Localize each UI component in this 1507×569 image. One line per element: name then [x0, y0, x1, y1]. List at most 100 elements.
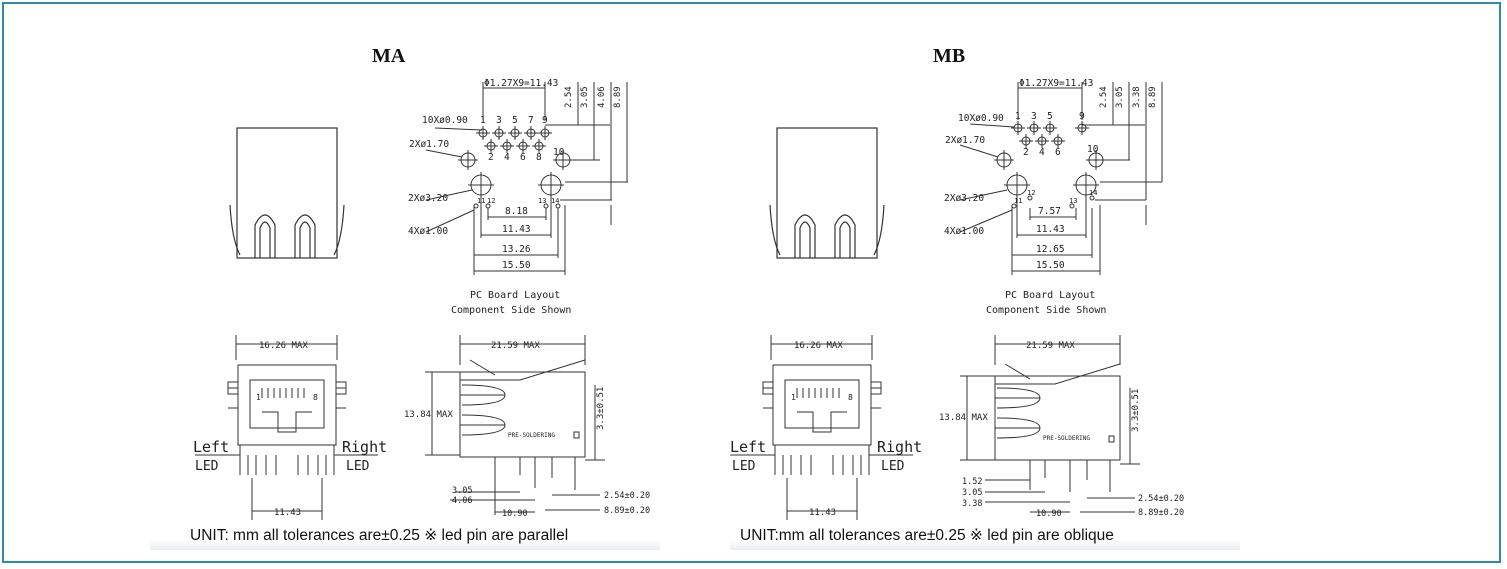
- ma-front-bottom: 11.43: [274, 508, 301, 518]
- mb-pcb-caption-2: Component Side Shown: [986, 305, 1106, 316]
- ma-pcb-layout: [425, 82, 628, 275]
- mb-pin-4: 4: [1039, 147, 1045, 158]
- ma-hole2b-label: 2Xø3.20: [408, 193, 448, 204]
- ma-hdim-1: 8.18: [505, 206, 528, 217]
- mb-side-bottom-mid: 10.90: [1036, 509, 1062, 519]
- mb-hdim-1: 7.57: [1038, 206, 1061, 217]
- mb-pre-soldering: PRE-SOLDERING: [1043, 435, 1090, 442]
- ma-pin-4: 4: [504, 152, 510, 163]
- ma-pcb-caption-1: PC Board Layout: [470, 290, 560, 301]
- mb-side-bottom-1: 1.52: [962, 477, 982, 487]
- mb-pin-5: 5: [1047, 111, 1053, 122]
- mb-side-height: 13.84 MAX: [939, 413, 988, 423]
- mb-front-width: 16.26 MAX: [794, 341, 843, 351]
- ma-side-bottom-right1: 2.54±0.20: [604, 491, 650, 501]
- ma-side-bottom-2: 4.06: [452, 496, 472, 506]
- mb-hole4-label: 4Xø1.00: [944, 226, 984, 237]
- mb-front-labels: 16.26 MAX 11.43 Left LED Right LED 1 8: [730, 341, 922, 518]
- ma-pcb-caption-2: Component Side Shown: [451, 305, 571, 316]
- mb-right-led-1: Right: [877, 438, 922, 456]
- ma-vdim-4: 8.89: [613, 86, 623, 108]
- mb-hdim-4: 15.50: [1036, 260, 1065, 271]
- ma-hdim-4: 15.50: [502, 260, 531, 271]
- ma-pitch-label: Φ1.27X9=11.43: [484, 78, 558, 89]
- caption-shade-ma: [150, 540, 660, 550]
- mb-left-led-2: LED: [732, 459, 756, 474]
- caption-shade-mb: [730, 540, 1240, 550]
- mb-pin-6: 6: [1055, 147, 1061, 158]
- mb-hole10-label: 10Xø0.90: [958, 113, 1004, 124]
- ma-top-side-view: [229, 127, 345, 259]
- mb-pin-1: 1: [1015, 111, 1021, 122]
- mb-right-led-2: LED: [881, 459, 905, 474]
- mb-side-bottom-3: 3.38: [962, 499, 982, 509]
- mb-pitch-label: Φ1.27X9=11.43: [1019, 78, 1093, 89]
- ma-right-led-2: LED: [346, 459, 370, 474]
- mb-front-pin8: 8: [848, 393, 853, 402]
- ma-side-labels: 21.59 MAX 13.84 MAX 3.3±0.51 PRE-SOLDERI…: [404, 341, 650, 519]
- mb-pin-10: 10: [1087, 144, 1099, 155]
- ma-front-pin1: 1: [256, 393, 261, 402]
- mb-side-bottom-2: 3.05: [962, 488, 982, 498]
- ma-pin-9: 9: [542, 115, 548, 126]
- mb-pin-3: 3: [1031, 111, 1037, 122]
- ma-hole10-label: 10Xø0.90: [422, 115, 468, 126]
- mb-side-labels: 21.59 MAX 13.84 MAX 3.3±0.51 PRE-SOLDERI…: [939, 341, 1184, 519]
- ma-left-led-1: Left: [193, 438, 229, 456]
- mb-side-right: 3.3±0.51: [1131, 389, 1141, 432]
- ma-left-led-2: LED: [195, 459, 219, 474]
- ma-pin-7: 7: [528, 115, 534, 126]
- ma-side-bottom-1: 3.05: [452, 486, 472, 496]
- variant-title-mb: MB: [933, 45, 966, 67]
- ma-vdim-3: 4.06: [597, 86, 607, 108]
- mb-pin-11: 11: [1014, 197, 1022, 205]
- ma-vdim-2: 3.05: [580, 86, 590, 108]
- ma-side-width: 21.59 MAX: [491, 341, 540, 351]
- variant-ma-drawings: Φ1.27X9=11.43 10Xø0.90 2Xø1.70 2Xø3.20 4…: [193, 78, 650, 520]
- ma-hole4-label: 4Xø1.00: [408, 226, 448, 237]
- mb-side-view: [960, 335, 1140, 513]
- ma-pin-3: 3: [496, 115, 502, 126]
- ma-front-labels: 16.26 MAX 11.43 Left LED Right LED 1 8: [193, 341, 387, 518]
- ma-side-bottom-right2: 8.89±0.20: [604, 506, 650, 516]
- ma-hdim-2: 11.43: [502, 224, 531, 235]
- mb-pin-12: 12: [1027, 189, 1035, 197]
- ma-pin-11: 11: [477, 197, 485, 205]
- ma-side-right: 3.3±0.51: [596, 387, 606, 430]
- mb-hdim-3: 12.65: [1036, 244, 1065, 255]
- mb-front-view: [730, 335, 913, 520]
- ma-front-pin8: 8: [313, 393, 318, 402]
- mb-pcb-labels: Φ1.27X9=11.43 10Xø0.90 2Xø1.70 2Xø3.20 4…: [944, 78, 1158, 316]
- mb-pin-13: 13: [1069, 197, 1077, 205]
- ma-pcb-labels: Φ1.27X9=11.43 10Xø0.90 2Xø1.70 2Xø3.20 4…: [408, 78, 623, 316]
- mb-hole2a-label: 2Xø1.70: [945, 135, 985, 146]
- ma-hole2a-label: 2Xø1.70: [409, 139, 449, 150]
- ma-pin-14: 14: [551, 197, 559, 205]
- mb-top-side-view: [769, 127, 885, 259]
- mb-pin-2: 2: [1023, 147, 1029, 158]
- ma-pin-12: 12: [487, 197, 495, 205]
- mb-front-pin1: 1: [791, 393, 796, 402]
- ma-pin-6: 6: [520, 152, 526, 163]
- mb-side-bottom-right2: 8.89±0.20: [1138, 508, 1184, 518]
- ma-pre-soldering: PRE-SOLDERING: [508, 432, 555, 439]
- ma-side-bottom-mid: 10.90: [502, 509, 528, 519]
- variant-title-ma: MA: [372, 45, 406, 67]
- ma-pin-2: 2: [488, 152, 494, 163]
- ma-side-height: 13.84 MAX: [404, 410, 453, 420]
- unit-note-ma: UNIT: mm all tolerances are±0.25 ※ led p…: [190, 527, 569, 544]
- mb-pcb-layout: [959, 82, 1163, 275]
- mb-vdim-4: 8.89: [1148, 86, 1158, 108]
- mb-side-bottom-right1: 2.54±0.20: [1138, 494, 1184, 504]
- ma-pin-1: 1: [480, 115, 486, 126]
- mb-pin-14: 14: [1089, 189, 1097, 197]
- ma-side-view: [425, 335, 605, 515]
- mb-hdim-2: 11.43: [1036, 224, 1065, 235]
- variant-mb-drawings: Φ1.27X9=11.43 10Xø0.90 2Xø1.70 2Xø3.20 4…: [730, 78, 1184, 520]
- mb-left-led-1: Left: [730, 438, 766, 456]
- mb-vdim-2: 3.05: [1115, 86, 1125, 108]
- mb-vdim-1: 2.54: [1099, 86, 1109, 108]
- mb-hole2b-label: 2Xø3.20: [944, 193, 984, 204]
